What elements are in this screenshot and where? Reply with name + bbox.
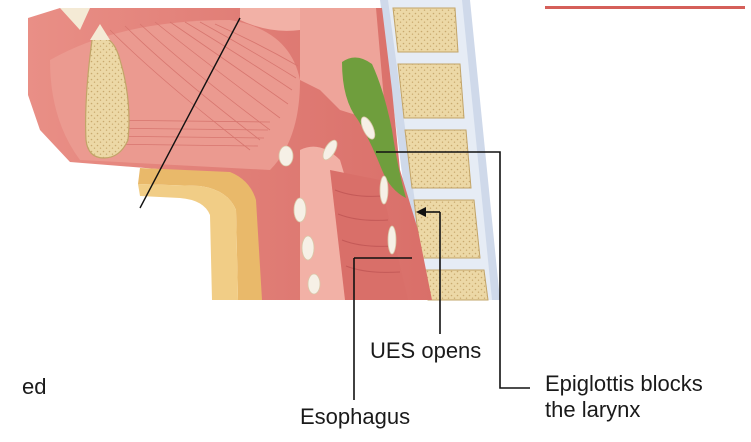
- top-edge-strip: [545, 6, 745, 9]
- epiglottis-label: Epiglottis blocks the larynx: [545, 371, 703, 423]
- epiglottis-label-line2: the larynx: [545, 397, 703, 423]
- cut-off-label: ed: [22, 374, 46, 400]
- ues-opens-label: UES opens: [370, 338, 481, 364]
- epiglottis-label-line1: Epiglottis blocks: [545, 371, 703, 397]
- esophagus-label: Esophagus: [300, 404, 410, 430]
- fat-layer-inner: [138, 184, 238, 300]
